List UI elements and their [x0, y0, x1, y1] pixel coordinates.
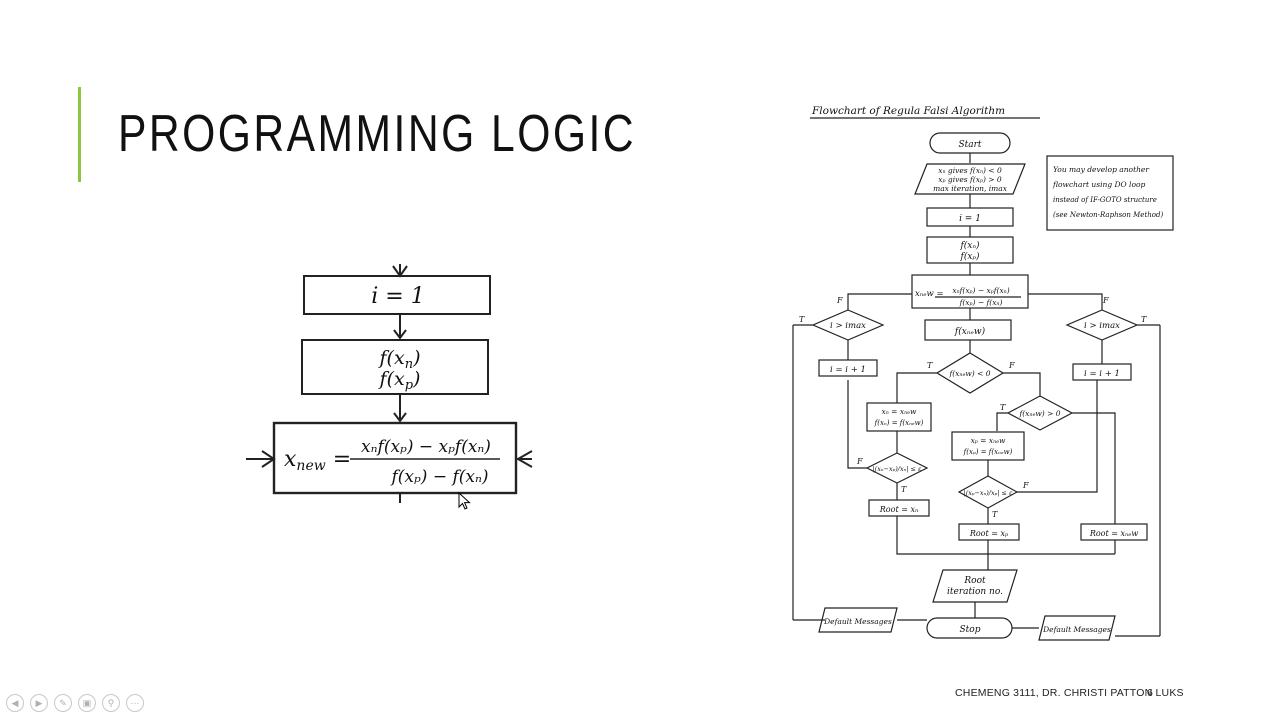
rf-T-3: T — [927, 361, 933, 370]
rf-note-4: (see Newton-Raphson Method) — [1053, 211, 1163, 219]
rf-F-3: F — [1008, 361, 1015, 370]
rf-note-3: instead of IF-GOTO structure — [1053, 196, 1157, 204]
rf-cond-left: i > imax — [830, 321, 866, 331]
rf-conv-mid: |(xₚ−xₙ)/xₚ| ≤ ε — [964, 489, 1013, 497]
left-flowchart-fragment: i = 1 f(xn) f(xp) xnew = xₙf(xₚ) − xₚf(x… — [246, 264, 533, 503]
zoom-icon[interactable]: ⚲ — [102, 694, 120, 712]
left-box-fxn: f(xn) — [378, 347, 421, 372]
rf-root-right: Root = xₙₑw — [1089, 529, 1139, 538]
rf-T-4: T — [1000, 403, 1006, 412]
rf-default-right: Default Messages — [1042, 625, 1111, 634]
rf-cond-right: i > imax — [1084, 321, 1120, 331]
rf-F-1: F — [836, 296, 843, 305]
presentation-toolbar: ◀ ▶ ✎ ▣ ⚲ ⋯ — [6, 694, 144, 712]
left-box-fxp: f(xp) — [378, 368, 421, 393]
rf-assign-mid-1: xₚ = xₙₑw — [971, 436, 1006, 445]
rf-start: Start — [958, 140, 981, 150]
rf-T-1: T — [799, 315, 805, 324]
title-accent-bar — [78, 87, 81, 182]
rf-T-2: T — [1141, 315, 1147, 324]
slide-title: PROGRAMMING LOGIC — [118, 105, 637, 163]
rf-xnew-eq: xₙₑw = — [915, 289, 944, 299]
right-flowchart: Flowchart of Regula Falsi Algorithm Star… — [792, 105, 1174, 641]
rf-F-4: F — [856, 457, 863, 466]
left-numerator: xₙf(xₚ) − xₚf(xₙ) — [361, 437, 491, 457]
rf-input-2: xₚ gives f(xₚ) > 0 — [938, 175, 1002, 184]
rf-inc-right: i = i + 1 — [1084, 369, 1120, 379]
mouse-cursor-icon — [458, 491, 471, 510]
rf-fxn: f(xₙ) — [959, 240, 980, 251]
rf-cond-center: f(xₙₑw) < 0 — [948, 369, 990, 378]
rf-F-2: F — [1102, 296, 1109, 305]
left-box-i1: i = 1 — [371, 284, 424, 309]
rf-note-2: flowchart using DO loop — [1052, 180, 1145, 189]
rf-root-left: Root = xₙ — [879, 505, 918, 514]
prev-icon[interactable]: ◀ — [6, 694, 24, 712]
rf-root-mid: Root = xₚ — [969, 529, 1009, 538]
rf-inc-left: i = i + 1 — [830, 365, 866, 375]
rf-assign-mid-2: f(xₚ) = f(xₙₑw) — [963, 448, 1013, 456]
left-denominator: f(xₚ) − f(xₙ) — [389, 467, 488, 487]
fxn-f: f(x — [378, 347, 405, 369]
rf-T-6: T — [992, 510, 998, 519]
left-xnew-label: xnew = — [284, 447, 351, 474]
rf-cond-center2: f(xₙₑw) > 0 — [1018, 409, 1060, 418]
xnew-x: x — [284, 447, 297, 472]
pen-icon[interactable]: ✎ — [54, 694, 72, 712]
rf-fxp: f(xₚ) — [959, 251, 980, 262]
rf-conv-left: |(xₙ−xₚ)/xₙ| ≤ ε — [872, 465, 922, 473]
rf-stop: Stop — [960, 625, 981, 635]
rf-input-3: max iteration, imax — [933, 184, 1008, 193]
fxp-f: f(x — [378, 368, 405, 390]
slides-icon[interactable]: ▣ — [78, 694, 96, 712]
rf-default-left: Default Messages — [823, 617, 892, 626]
rf-fxnew: f(xₙₑw) — [954, 326, 986, 337]
more-icon[interactable]: ⋯ — [126, 694, 144, 712]
next-icon[interactable]: ▶ — [30, 694, 48, 712]
rf-assign-left-2: f(xₙ) = f(xₙₑw) — [874, 419, 924, 427]
rf-output-2: iteration no. — [947, 587, 1003, 597]
xnew-sub: new — [296, 458, 325, 474]
slide-number: 6 — [1147, 687, 1153, 699]
rf-xnew-num: xₙf(xₚ) − xₚf(xₙ) — [952, 286, 1009, 295]
rf-input-1: xₙ gives f(xₙ) < 0 — [938, 166, 1002, 175]
rf-T-5: T — [901, 485, 907, 494]
rf-heading: Flowchart of Regula Falsi Algorithm — [811, 105, 1005, 117]
rf-assign-left-1: xₙ = xₙₑw — [882, 407, 917, 416]
rf-output-1: Root — [963, 576, 986, 586]
fxn-sub: n — [405, 357, 413, 372]
rf-note-1: You may develop another — [1053, 165, 1149, 174]
fxp-sub: p — [405, 378, 414, 393]
footer-course: CHEMENG 3111, DR. CHRISTI PATTON LUKS — [955, 687, 1184, 699]
rf-i1: i = 1 — [959, 214, 981, 224]
rf-F-5: F — [1022, 481, 1029, 490]
rf-xnew-den: f(xₚ) − f(xₙ) — [959, 298, 1003, 307]
